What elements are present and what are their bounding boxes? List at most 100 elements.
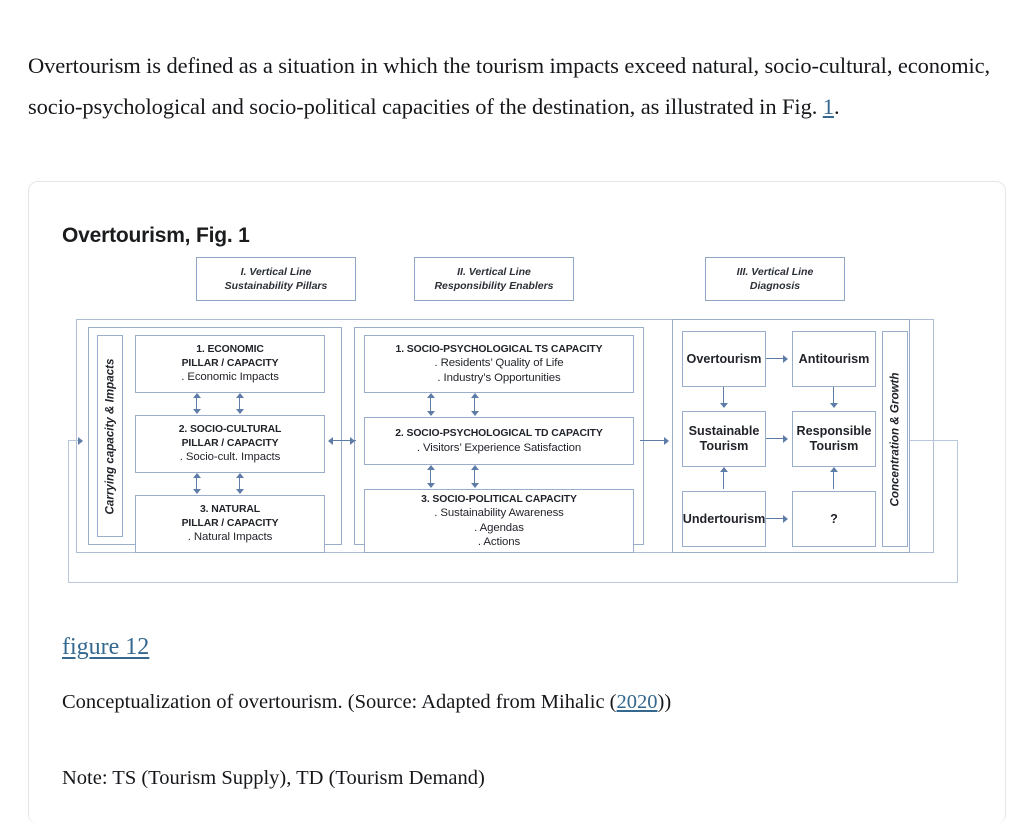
intro-paragraph-text: Overtourism is defined as a situation in… [28,52,991,119]
header-box-responsibility-enablers: II. Vertical Line Responsibility Enabler… [414,257,574,301]
arrowhead-down [719,403,728,408]
feedback-loop-left-up [68,440,70,583]
connector-enabler-2-3-b [474,468,476,486]
header-line1: II. Vertical Line [457,266,531,278]
node-overtourism: Overtourism [682,331,766,387]
node-item: . Visitors’ Experience Satisfaction [416,441,582,454]
header-line2: Diagnosis [749,280,801,292]
arrowhead-up [470,465,479,470]
node-item: . Sustainability Awareness [434,507,564,519]
connector-undertourism-question [766,518,786,520]
arrowhead-down [470,411,479,416]
arrowhead-down [470,483,479,488]
connector-pillar-1-2-a [196,396,198,412]
connector-col2-col3 [640,440,668,442]
arrowhead-down [426,411,435,416]
figure-caption: Conceptualization of overtourism. (Sourc… [62,687,942,717]
overtourism-diagram: I. Vertical Line Sustainability Pillars … [62,257,974,637]
node-socio-political-capacity: 3. SOCIO-POLITICAL CAPACITY . Sustainabi… [364,489,634,553]
connector-overtourism-antitourism [766,358,786,360]
node-item: . Socio-cult. Impacts [179,451,281,464]
connector-enabler-1-2-a [430,396,432,414]
arrowhead-right [783,434,788,443]
rail-label: Carrying capacity & Impacts [103,358,117,514]
node-label: Sustainable Tourism [688,424,760,453]
figure-caption-text: Conceptualization of overtourism. (Sourc… [62,691,617,713]
node-item: . Economic Impacts [181,371,279,384]
node-question-mark: ? [792,491,876,547]
connector-enabler-2-3-a [430,468,432,486]
node-item: . Natural Impacts [187,531,273,544]
arrowhead-down [235,489,244,494]
figure-card: Overtourism, Fig. 1 I. Vertical Line Sus… [28,181,1006,824]
rail-concentration-growth: Concentration & Growth [882,331,908,547]
header-line2: Responsibility Enablers [434,280,554,292]
intro-paragraph: Overtourism is defined as a situation in… [28,45,993,127]
connector-overtourism-sustainable [723,387,725,405]
citation-2020-link[interactable]: 2020 [616,691,658,713]
node-economic-pillar: 1. ECONOMIC PILLAR / CAPACITY . Economic… [135,335,325,393]
connector-enabler-1-2-b [474,396,476,414]
figure-title: Overtourism, Fig. 1 [62,224,250,247]
node-item: . Residents’ Quality of Life [434,357,564,370]
node-label: ? [830,511,838,526]
feedback-loop-top-right [910,440,958,442]
arrowhead-up [235,393,244,398]
fig-1-inline-link[interactable]: 1 [822,93,834,119]
arrowhead-down [235,409,244,414]
arrowhead-right [664,436,669,445]
node-title: 1. SOCIO-PSYCHOLOGICAL TS CAPACITY [395,343,603,355]
node-label: Responsible Tourism [796,424,872,453]
arrowhead-up [719,467,728,472]
arrowhead-right [350,436,355,445]
header-line2: Sustainability Pillars [224,280,328,292]
node-responsible-tourism: Responsible Tourism [792,411,876,467]
arrowhead-down [192,409,201,414]
node-label: Antitourism [798,351,870,366]
connector-question-responsible [833,471,835,489]
node-title-line1: 1. ECONOMIC [196,344,264,356]
arrowhead-left [328,436,333,445]
node-socio-psych-td-capacity: 2. SOCIO-PSYCHOLOGICAL TD CAPACITY . Vis… [364,417,634,465]
node-title-line2: PILLAR / CAPACITY [181,437,279,449]
arrowhead-right [783,354,788,363]
node-title-line2: PILLAR / CAPACITY [181,357,279,369]
node-sustainable-tourism: Sustainable Tourism [682,411,766,467]
node-title: 3. SOCIO-POLITICAL CAPACITY [421,493,577,505]
connector-undertourism-sustainable [723,471,725,489]
connector-pillar-2-3-a [196,476,198,492]
arrowhead-up [829,467,838,472]
arrowhead-down [829,403,838,408]
arrowhead-up [192,473,201,478]
figure-note: Note: TS (Tourism Supply), TD (Tourism D… [62,767,485,789]
arrowhead-up [235,473,244,478]
connector-pillar-2-3-b [239,476,241,492]
node-label: Overtourism [686,351,762,366]
figure-caption-tail: )) [657,691,672,713]
node-title-line2: PILLAR / CAPACITY [181,517,279,529]
arrowhead-up [426,393,435,398]
feedback-loop-right-down [957,440,959,583]
arrowhead-up [426,465,435,470]
feedback-loop-bottom [68,582,958,584]
rail-carrying-capacity: Carrying capacity & Impacts [97,335,123,537]
connector-antitourism-responsible [833,387,835,405]
arrowhead-right [783,514,788,523]
header-box-sustainability-pillars: I. Vertical Line Sustainability Pillars [196,257,356,301]
connector-col1-col2 [332,440,356,442]
node-title-line1: 2. SOCIO-CULTURAL [178,424,282,436]
arrowhead-right [78,436,83,445]
figure-12-link[interactable]: figure 12 [62,634,150,660]
node-antitourism: Antitourism [792,331,876,387]
column-3-group-frame [672,319,910,553]
header-box-diagnosis: III. Vertical Line Diagnosis [705,257,845,301]
node-undertourism: Undertourism [682,491,766,547]
arrowhead-down [426,483,435,488]
node-socio-psych-ts-capacity: 1. SOCIO-PSYCHOLOGICAL TS CAPACITY . Res… [364,335,634,393]
node-item: . Agendas [474,521,524,534]
node-label: Undertourism [682,511,766,526]
arrowhead-up [470,393,479,398]
node-natural-pillar: 3. NATURAL PILLAR / CAPACITY . Natural I… [135,495,325,553]
intro-paragraph-tail: . [833,93,840,119]
